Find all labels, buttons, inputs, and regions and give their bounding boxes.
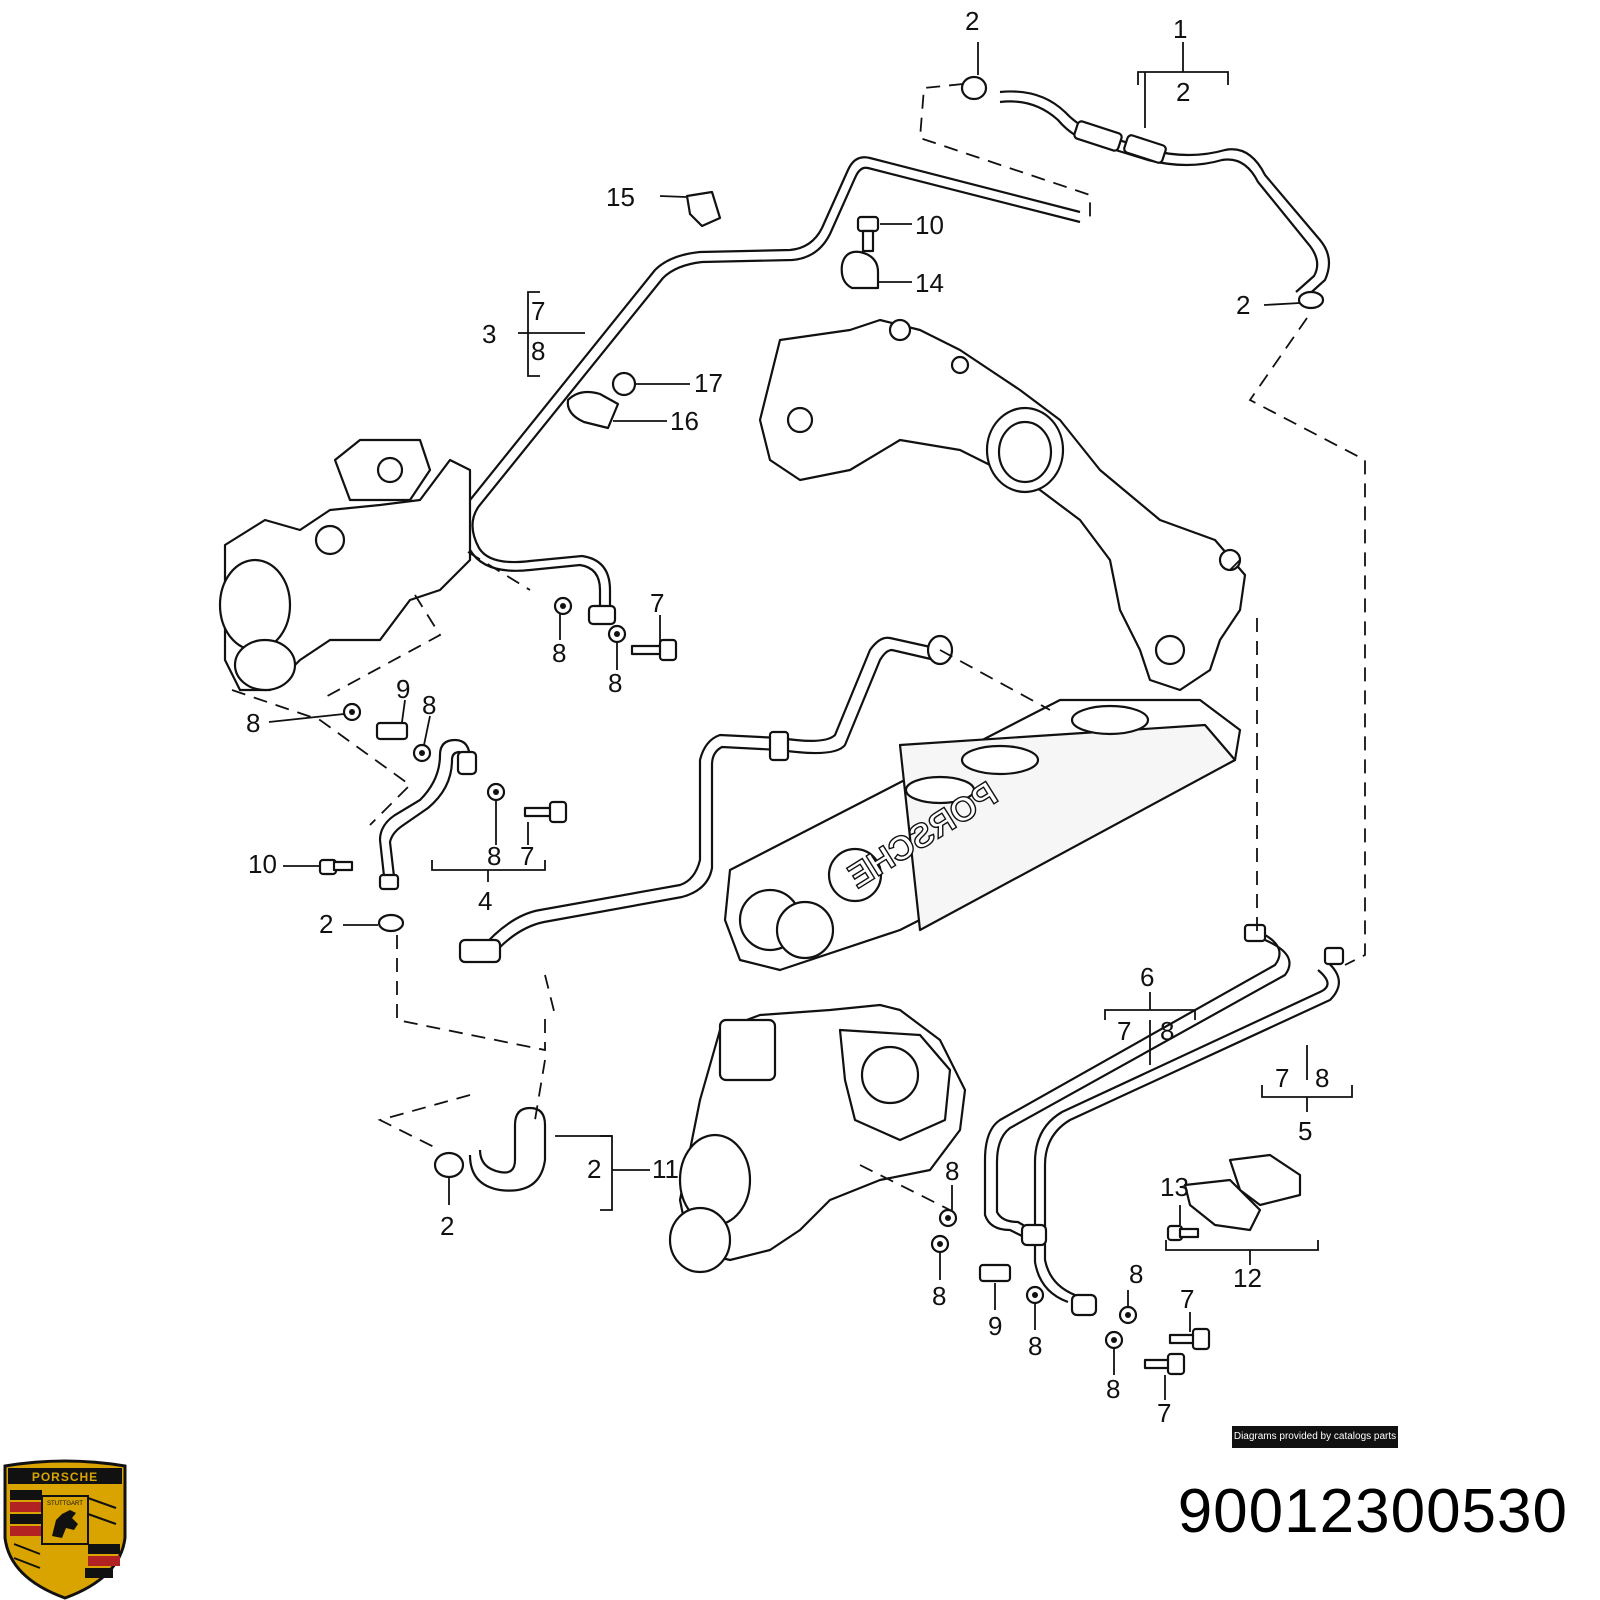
callout-8-left-b: 8 [246,708,260,738]
callout-6: 6 [1140,962,1154,992]
part-number: 90012300530 [1177,1477,1568,1546]
callout-2-right: 2 [1236,290,1250,320]
bracket-12 [1183,1153,1302,1232]
callout-8-pipe3: 8 [531,336,545,366]
callout-2-bottom: 2 [440,1211,454,1241]
callout-10-top: 10 [915,210,944,240]
pipe-assembly-5-6 [983,923,1345,1317]
callout-8-upper-a: 8 [552,638,566,668]
callout-8-left-a: 8 [422,690,436,720]
callout-8-turbo-a: 8 [945,1156,959,1186]
callout-2-hose11: 2 [587,1154,601,1184]
callout-7-pipe4: 7 [520,841,534,871]
callout-9-bottom: 9 [988,1311,1002,1341]
callout-7-bottom-b: 7 [1157,1398,1171,1428]
horse-icon [52,1510,78,1538]
dashed-assembly-lines [231,83,1366,1211]
callout-10-left: 10 [248,849,277,879]
crest-wordmark: PORSCHE [32,1470,98,1484]
callout-17: 17 [694,368,723,398]
turbocharger-left [218,438,472,692]
hose-11 [433,1106,547,1192]
callout-7-pipe5: 7 [1275,1063,1289,1093]
callout-7-upper: 7 [650,588,664,618]
callout-14: 14 [915,268,944,298]
callout-2-top: 2 [965,6,979,36]
pipe-assembly-3 [461,156,1081,626]
callout-7-pipe3: 7 [531,296,545,326]
porsche-crest-logo: PORSCHE STUTTGART [3,1459,127,1600]
crest-stripes-right [85,1544,120,1578]
callout-8-bottom-a: 8 [1028,1331,1042,1361]
crest-subtext: STUTTGART [47,1501,83,1507]
fasteners [318,190,1211,1376]
callout-15: 15 [606,182,635,212]
callout-13: 13 [1160,1172,1189,1202]
hose-assembly-top [999,90,1331,299]
callout-5: 5 [1298,1116,1312,1146]
callout-7-pipe6: 7 [1117,1016,1131,1046]
callout-2-top-right: 2 [1176,77,1190,107]
callout-8-bottom-b: 8 [1129,1259,1143,1289]
leader-lines [268,42,1353,1400]
callout-2-left: 2 [319,909,333,939]
callout-8-upper-b: 8 [608,668,622,698]
callout-1: 1 [1173,14,1187,44]
callout-3: 3 [482,319,496,349]
diagram-credit: Diagrams provided by catalogs parts [1232,1426,1398,1448]
callout-16: 16 [670,406,699,436]
callout-8-pipe6: 8 [1160,1016,1174,1046]
callout-11: 11 [652,1154,679,1184]
intake-manifold [758,318,1247,692]
callout-12: 12 [1233,1263,1262,1293]
clamp-top [960,75,1325,310]
callout-8-turbo-b: 8 [932,1281,946,1311]
callout-8-pipe5: 8 [1315,1063,1329,1093]
crest-stripes-left [10,1490,42,1536]
callout-8-bottom-c: 8 [1106,1374,1120,1404]
callout-4: 4 [478,886,492,916]
callout-7-bottom-a: 7 [1180,1284,1194,1314]
callout-labels: 2 1 2 15 10 14 2 3 7 8 17 16 7 8 8 9 8 8… [246,6,1329,1428]
turbocharger-right [668,1003,967,1274]
coolant-pipe-center [458,634,954,964]
pipe-assembly-4 [378,738,478,891]
callout-9-left: 9 [396,674,410,704]
callout-8-pipe4: 8 [487,841,501,871]
